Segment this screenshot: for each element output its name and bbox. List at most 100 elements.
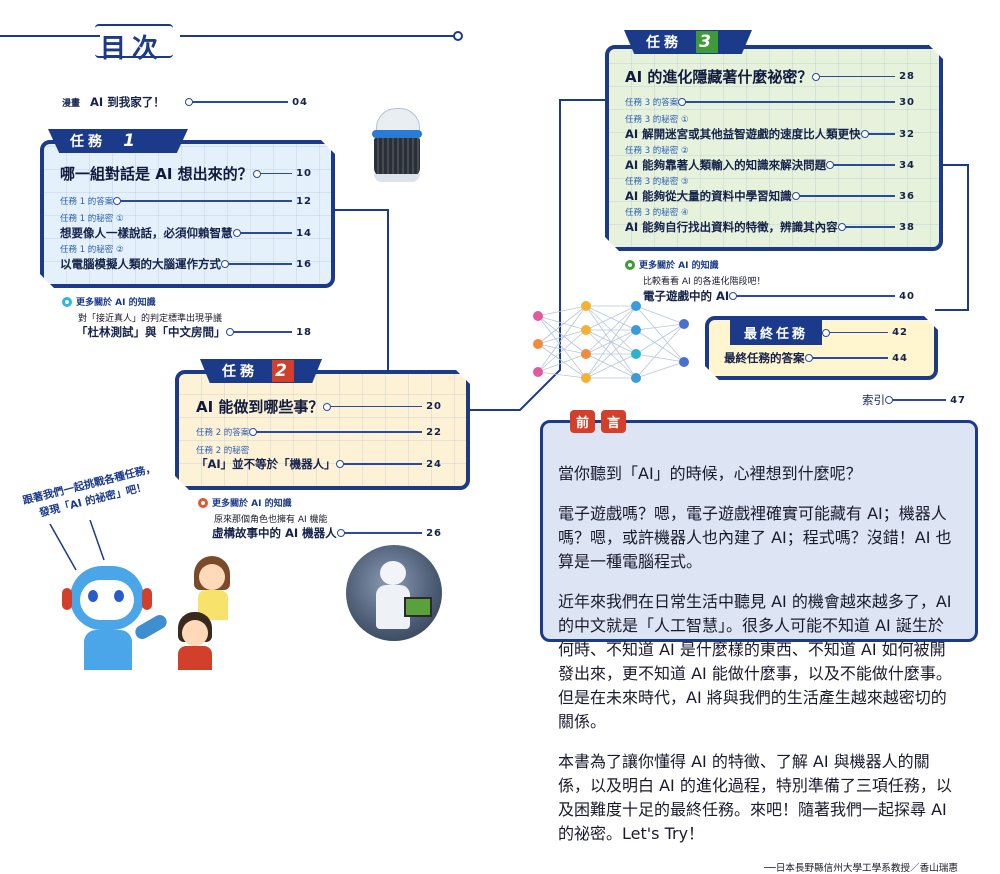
mission1-more-heading: 更多關於 AI 的知識 xyxy=(62,295,156,308)
manga-label: AI 到我家了！ xyxy=(90,95,165,109)
mission3-answer[interactable]: 任務 3 的答案 30 xyxy=(625,96,915,109)
mission2-question[interactable]: AI 能做到哪些事？ 20 xyxy=(196,396,442,417)
final-tag: 最終任務 xyxy=(730,320,823,345)
page-number: 04 xyxy=(292,96,308,108)
page-number: 18 xyxy=(296,326,312,338)
mission3-tag-label: 任務 xyxy=(646,35,682,51)
mission1-answer-text: 任務 1 的答案 xyxy=(60,197,114,207)
pepper-robot-photo xyxy=(346,545,442,641)
mission2-question-text: AI 能做到哪些事？ xyxy=(196,398,324,416)
leader-line xyxy=(232,230,293,236)
mission3-secret3-label: 任務 3 的秘密 ③ xyxy=(625,177,689,187)
mission2-secret1-text: 「AI」並不等於「機器人」 xyxy=(196,457,336,471)
page-number: 14 xyxy=(296,227,312,239)
leader-line xyxy=(884,397,947,403)
gear-icon xyxy=(62,296,72,307)
leader-line xyxy=(729,293,896,299)
mission2-tag-label: 任務 xyxy=(222,364,258,380)
page-number: 26 xyxy=(426,527,442,539)
gear-icon xyxy=(625,259,635,270)
manga-prefix: 漫畫 xyxy=(62,98,81,109)
page-number: 12 xyxy=(296,195,312,207)
mission3-question-text: AI 的進化隱藏著什麼祕密？ xyxy=(625,68,813,86)
leader-line xyxy=(335,461,423,467)
leader-line xyxy=(678,99,896,105)
page-number: 38 xyxy=(899,221,915,233)
mission3-box xyxy=(605,45,943,251)
mission2-secret1-label: 任務 2 的秘密 xyxy=(196,446,250,456)
page-number: 24 xyxy=(426,458,442,470)
robot-character xyxy=(62,560,172,670)
mission1-secret2[interactable]: 以電腦模擬人類的大腦運作方式 16 xyxy=(60,256,312,272)
mission1-more-note: 對「接近真人」的判定標準出現爭議 xyxy=(78,314,223,324)
leader-line xyxy=(113,198,293,204)
mission2-secret1[interactable]: 「AI」並不等於「機器人」 24 xyxy=(196,456,442,472)
page-number: 10 xyxy=(296,168,312,179)
preface-paragraph-2: 電子遊戲嗎？嗯，電子遊戲裡確實可能藏有 AI；機器人嗎？嗯，或許機器人也內建了 … xyxy=(558,504,952,571)
mission3-secret4[interactable]: AI 能夠自行找出資料的特徵，辨識其內容 38 xyxy=(625,219,915,235)
preface-paragraph-4: 本書為了讓你懂得 AI 的特徵、了解 AI 與機器人的關係，以及明白 AI 的進… xyxy=(558,752,952,843)
leader-line xyxy=(826,162,896,168)
toc-entry-manga[interactable]: 漫畫 AI 到我家了！ 04 xyxy=(62,94,308,110)
mission1-secret1[interactable]: 想要像人一樣說話，必須仰賴智慧 14 xyxy=(60,225,312,241)
mission3-more-entry[interactable]: 電子遊戲中的 AI 40 xyxy=(643,288,915,304)
mission1-tag: 任務 1 xyxy=(48,129,188,153)
final-mission-heading[interactable]: 最終任務 42 xyxy=(730,320,908,345)
mission3-secret3-text: AI 能夠從大量的資料中學習知識 xyxy=(625,189,792,203)
page-number: 42 xyxy=(892,327,908,338)
mission3-tag: 任務 3 xyxy=(624,30,752,54)
mission3-secret2-text: AI 能夠靠著人類輸入的知識來解決問題 xyxy=(625,158,827,172)
more-label: 虛構故事中的 AI 機器人 xyxy=(212,526,337,540)
more-title: 更多關於 AI 的知識 xyxy=(639,261,719,271)
mission3-more-note: 比較看看 AI 的各進化階段吧！ xyxy=(643,277,766,287)
preface-tag-char-2: 言 xyxy=(601,410,627,433)
gear-icon xyxy=(198,497,208,508)
final-answer[interactable]: 最終任務的答案 44 xyxy=(724,350,908,366)
mission1-more-entry[interactable]: 「杜林測試」與「中文房間」 18 xyxy=(76,324,312,340)
leader-line xyxy=(336,530,423,536)
page-number: 40 xyxy=(899,290,915,302)
leader-line xyxy=(860,131,896,137)
mission1-question[interactable]: 哪一組對話是 AI 想出來的？ 10 xyxy=(60,163,312,184)
mission2-more-heading: 更多關於 AI 的知識 xyxy=(198,496,292,509)
mission3-question[interactable]: AI 的進化隱藏著什麼祕密？ 28 xyxy=(625,66,915,87)
connector-lines xyxy=(0,31,969,411)
mission1-secret1-label: 任務 1 的秘密 ① xyxy=(60,214,124,224)
mission3-secret1[interactable]: AI 解開迷宮或其他益智遊戲的速度比人類更快 32 xyxy=(625,126,915,142)
mission1-number: 1 xyxy=(123,131,139,151)
page-number: 20 xyxy=(426,401,442,412)
leader-line xyxy=(837,224,896,230)
mission2-more-entry[interactable]: 虛構故事中的 AI 機器人 26 xyxy=(212,525,442,541)
final-answer-text: 最終任務的答案 xyxy=(724,351,805,365)
mission2-more-note: 原來那個角色也擁有 AI 機能 xyxy=(214,515,328,525)
mission2-box xyxy=(175,370,470,490)
page-number: 44 xyxy=(892,352,908,364)
mission3-secret1-label: 任務 3 的秘密 ① xyxy=(625,115,689,125)
page-number: 16 xyxy=(296,258,312,270)
mission1-secret2-text: 以電腦模擬人類的大腦運作方式 xyxy=(60,257,221,271)
mission1-question-text: 哪一組對話是 AI 想出來的？ xyxy=(60,165,253,183)
mission3-secret2[interactable]: AI 能夠靠著人類輸入的知識來解決問題 34 xyxy=(625,157,915,173)
mission2-answer[interactable]: 任務 2 的答案 22 xyxy=(196,426,442,439)
mission1-answer[interactable]: 任務 1 的答案 12 xyxy=(60,195,312,208)
preface-paragraph-1: 當你聽到「AI」的時候，心裡想到什麼呢？ xyxy=(558,464,862,483)
mission3-number: 3 xyxy=(696,31,718,53)
leader-line xyxy=(791,193,896,199)
leader-line xyxy=(249,429,423,435)
toc-entry-index[interactable]: 索引 47 xyxy=(862,392,966,408)
smart-speaker-illustration xyxy=(370,108,424,186)
preface-tag: 前 言 xyxy=(570,410,627,433)
mission3-secret3[interactable]: AI 能夠從大量的資料中學習知識 36 xyxy=(625,188,915,204)
leader-line xyxy=(822,329,889,336)
speech-lines xyxy=(49,520,105,571)
more-label: 電子遊戲中的 AI xyxy=(643,289,730,303)
preface-body: 當你聽到「AI」的時候，心裡想到什麼呢？ 電子遊戲嗎？嗯，電子遊戲裡確實可能藏有… xyxy=(558,444,958,874)
leader-line xyxy=(812,73,896,80)
leader-line xyxy=(323,403,423,410)
girl-character xyxy=(188,556,238,622)
leader-line xyxy=(184,99,289,105)
more-label: 「杜林測試」與「中文房間」 xyxy=(76,325,226,339)
page-number: 34 xyxy=(899,159,915,171)
mission3-secret1-text: AI 解開迷宮或其他益智遊戲的速度比人類更快 xyxy=(625,127,861,141)
mission2-answer-text: 任務 2 的答案 xyxy=(196,428,250,438)
